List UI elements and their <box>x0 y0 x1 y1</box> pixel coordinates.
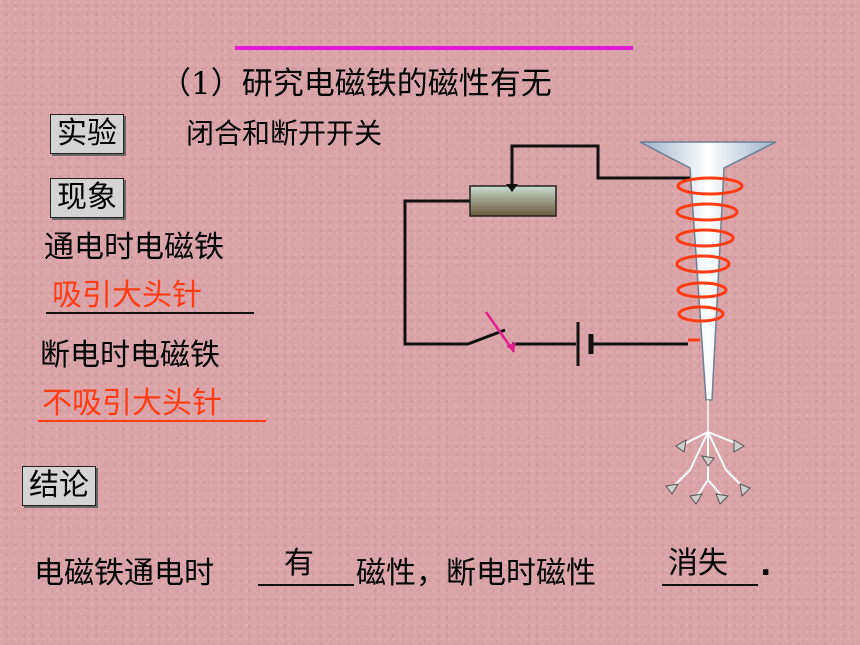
rheostat-slider-arrow <box>506 184 518 192</box>
rheostat <box>469 185 557 217</box>
phenomenon-label: 现象 <box>50 178 124 218</box>
battery <box>576 322 594 366</box>
conclusion-blank2-answer: 消失 <box>668 546 728 581</box>
phenomenon-on-blank <box>46 312 254 314</box>
conclusion-part1: 电磁铁通电时 <box>34 556 214 591</box>
circuit-wires <box>403 144 700 346</box>
pins-cluster <box>665 400 751 505</box>
conclusion-part2: 磁性，断电时磁性 <box>356 556 596 591</box>
coil <box>675 176 744 342</box>
conclusion-blank1-answer: 有 <box>284 546 314 581</box>
title-underline <box>235 46 633 50</box>
conclusion-blank2-line <box>662 584 758 586</box>
conclusion-end: . <box>760 548 772 583</box>
phenomenon-on-answer: 吸引大头针 <box>52 278 202 313</box>
phenomenon-off-blank <box>38 420 266 422</box>
experiment-step: 闭合和断开开关 <box>186 117 383 150</box>
phenomenon-off-text: 断电时电磁铁 <box>40 338 220 373</box>
conclusion-label: 结论 <box>22 466 96 506</box>
phenomenon-off-answer: 不吸引大头针 <box>42 386 222 421</box>
page-title: （1）研究电磁铁的磁性有无 <box>160 66 552 102</box>
phenomenon-on-text: 通电时电磁铁 <box>44 230 224 265</box>
switch <box>467 311 516 353</box>
conclusion-blank1-line <box>258 584 354 586</box>
experiment-label: 实验 <box>50 114 124 154</box>
